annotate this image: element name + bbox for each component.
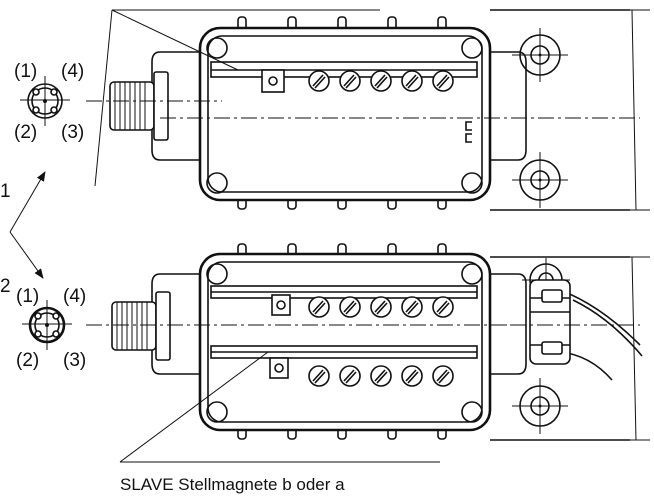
caption: SLAVE Stellmagnete b oder a: [120, 475, 345, 494]
bottom-pin-2-label: (2): [16, 350, 39, 371]
top-pin-1-label: (1): [14, 61, 37, 82]
top-corner-screws: [206, 37, 483, 194]
bottom-upper-terminal-strip: [210, 285, 478, 318]
bottom-m12-connector: [111, 291, 171, 361]
bottom-pin-3-label: (3): [63, 350, 86, 371]
top-m12-connector: [109, 71, 169, 141]
top-right-flange: [490, 51, 527, 161]
bottom-mounting-rail: [490, 256, 650, 441]
bottom-lower-terminal-strip: [269, 357, 454, 387]
side-label-1: 1: [0, 181, 11, 202]
bottom-leader-line: [119, 351, 269, 463]
cable-gland: [529, 279, 571, 365]
top-leader-line: [94, 9, 113, 187]
top-mounting-rail: [490, 9, 650, 211]
top-housing-outer: [198, 26, 492, 202]
bottom-middle-divider: [210, 345, 478, 359]
cable: [559, 289, 643, 381]
top-terminal-screws: [308, 70, 454, 92]
bottom-housing-outer: [198, 252, 492, 432]
bottom-mounting-hole-lower: [512, 378, 568, 434]
top-mounting-hole-upper: [512, 28, 568, 82]
bottom-pin-1-label: (1): [16, 286, 39, 307]
top-housing-inner: [207, 35, 483, 193]
arrow-to-top-connector: [9, 171, 46, 233]
bottom-connector-face: [22, 300, 72, 350]
bottom-pin-4-label: (4): [63, 286, 86, 307]
top-inner-notch: [465, 121, 472, 143]
top-mounting-hole-lower: [512, 152, 568, 208]
top-connector-face: [20, 76, 70, 126]
arrow-to-bottom-connector: [9, 231, 44, 279]
bottom-housing-inner: [207, 261, 483, 423]
bottom-right-flange: [490, 273, 527, 375]
top-pin-4-label: (4): [61, 61, 84, 82]
top-pin-3-label: (3): [61, 122, 84, 143]
side-label-2: 2: [0, 276, 11, 297]
bottom-corner-screws: [206, 263, 483, 423]
top-pin-2-label: (2): [14, 122, 37, 143]
